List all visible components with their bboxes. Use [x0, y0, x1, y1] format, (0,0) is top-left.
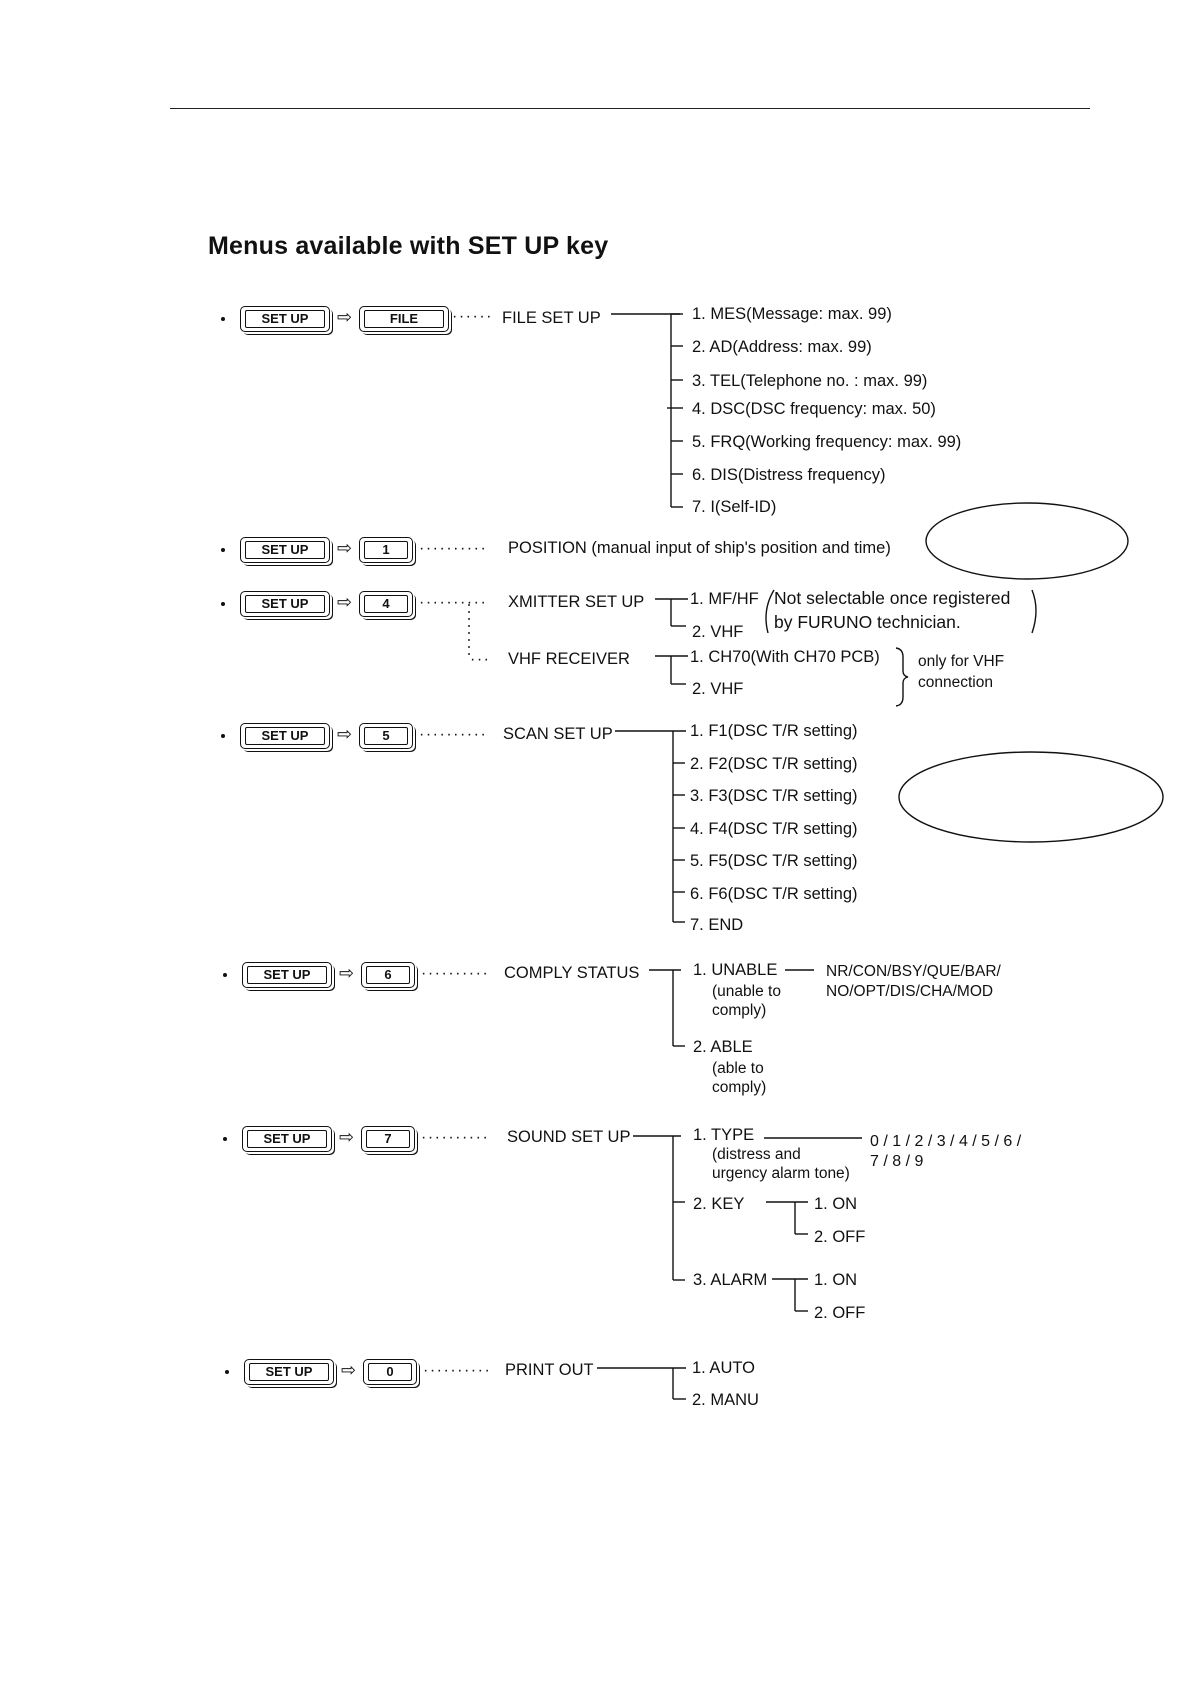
setup-key: SET UP	[242, 962, 332, 988]
xmitter-item: 2. VHF	[692, 623, 744, 641]
sound-key-on: 1. ON	[814, 1195, 858, 1213]
file-item: 4. DSC(DSC frequency: max. 50)	[692, 400, 936, 418]
vhf-receiver-item: 2. VHF	[692, 680, 744, 698]
vhf-note: connection	[918, 674, 993, 691]
vhf-note-brace	[895, 647, 909, 707]
sound-type: 1. TYPE	[693, 1126, 755, 1144]
scan-item: 4. F4(DSC T/R setting)	[690, 820, 858, 838]
leader-dots: ··········	[419, 594, 488, 611]
file-item: 1. MES(Message: max. 99)	[692, 305, 892, 323]
vhf-note: only for VHF	[918, 653, 1005, 670]
sound-type-sub: (distress and	[712, 1146, 801, 1163]
bullet	[221, 548, 225, 552]
vhf-receiver-item: 1. CH70(With CH70 PCB)	[690, 648, 880, 666]
xmitter-note: by FURUNO technician.	[774, 612, 961, 632]
position-label: POSITION (manual input of ship's positio…	[508, 539, 891, 557]
leader-dots: ···	[470, 651, 491, 668]
arrow-icon: ⇨	[339, 1127, 355, 1147]
key-0: 0	[363, 1359, 417, 1385]
sound-alarm: 3. ALARM	[693, 1271, 768, 1289]
file-item: 3. TEL(Telephone no. : max. 99)	[692, 372, 928, 390]
bullet	[221, 317, 225, 321]
leader-dots: ··········	[419, 726, 488, 743]
scan-item: 2. F2(DSC T/R setting)	[690, 755, 858, 773]
file-item: 5. FRQ(Working frequency: max. 99)	[692, 433, 962, 451]
vhf-receiver-label: VHF RECEIVER	[508, 650, 630, 668]
bullet	[223, 973, 227, 977]
header-rule	[170, 108, 1090, 109]
comply-unable-sub: comply)	[712, 1002, 767, 1019]
comply-unable: 1. UNABLE	[693, 961, 778, 979]
setup-key: SET UP	[240, 306, 330, 332]
sound-setup-label: SOUND SET UP	[507, 1128, 631, 1146]
leader-dots: ··········	[421, 965, 490, 982]
setup-key: SET UP	[240, 591, 330, 617]
arrow-icon: ⇨	[337, 307, 353, 327]
comply-unable-sub: (unable to	[712, 983, 781, 1000]
setup-key: SET UP	[240, 723, 330, 749]
comply-able-sub: (able to	[712, 1060, 764, 1077]
file-setup-label: FILE SET UP	[502, 309, 601, 327]
comply-unable-codes: NR/CON/BSY/QUE/BAR/	[826, 963, 1001, 980]
scan-setup-label: SCAN SET UP	[503, 725, 613, 743]
sound-alarm-off: 2. OFF	[814, 1304, 866, 1322]
page-title: Menus available with SET UP key	[208, 232, 609, 260]
key-6: 6	[361, 962, 415, 988]
print-item: 2. MANU	[692, 1391, 759, 1409]
leader-dots: ··········	[423, 1362, 492, 1379]
setup-key: SET UP	[240, 537, 330, 563]
file-item: 6. DIS(Distress frequency)	[692, 466, 886, 484]
sound-key-off: 2. OFF	[814, 1228, 866, 1246]
sound-key: 2. KEY	[693, 1195, 745, 1213]
sound-type-values: 0 / 1 / 2 / 3 / 4 / 5 / 6 /	[870, 1133, 1022, 1150]
key-4: 4	[359, 591, 413, 617]
scan-item: 7. END	[690, 916, 744, 934]
arrow-icon: ⇨	[337, 592, 353, 612]
arrow-icon: ⇨	[337, 724, 353, 744]
arrow-icon: ⇨	[339, 963, 355, 983]
bullet	[225, 1370, 229, 1374]
leader-dots: ··········	[421, 1129, 490, 1146]
xmitter-item: 1. MF/HF	[690, 590, 759, 608]
sound-type-values: 7 / 8 / 9	[870, 1153, 924, 1170]
sound-type-sub: urgency alarm tone)	[712, 1165, 850, 1182]
bullet	[223, 1137, 227, 1141]
scan-item: 5. F5(DSC T/R setting)	[690, 852, 858, 870]
oval-annotation-1	[925, 502, 1129, 580]
file-item: 7. I(Self-ID)	[692, 498, 777, 516]
print-item: 1. AUTO	[692, 1359, 755, 1377]
arrow-icon: ⇨	[341, 1360, 357, 1380]
key-5: 5	[359, 723, 413, 749]
comply-able: 2. ABLE	[693, 1038, 753, 1056]
xmitter-note: Not selectable once registered	[774, 588, 1011, 608]
sound-alarm-on: 1. ON	[814, 1271, 858, 1289]
xmitter-note-left-paren	[765, 589, 775, 634]
file-key: FILE	[359, 306, 449, 332]
print-out-label: PRINT OUT	[505, 1361, 594, 1379]
bullet	[221, 602, 225, 606]
setup-key: SET UP	[242, 1126, 332, 1152]
xmitter-label: XMITTER SET UP	[508, 593, 645, 611]
comply-able-sub: comply)	[712, 1079, 767, 1096]
file-item: 2. AD(Address: max. 99)	[692, 338, 872, 356]
xmitter-note-right-paren	[1031, 589, 1037, 634]
comply-unable-codes: NO/OPT/DIS/CHA/MOD	[826, 983, 994, 1000]
scan-item: 1. F1(DSC T/R setting)	[690, 722, 858, 740]
leader-dots: ··········	[419, 540, 488, 557]
key-1: 1	[359, 537, 413, 563]
bullet	[221, 734, 225, 738]
scan-item: 3. F3(DSC T/R setting)	[690, 787, 858, 805]
oval-annotation-2	[898, 751, 1164, 843]
comply-status-label: COMPLY STATUS	[504, 964, 640, 982]
setup-key: SET UP	[244, 1359, 334, 1385]
leader-dots: ······	[452, 308, 493, 325]
arrow-icon: ⇨	[337, 538, 353, 558]
scan-item: 6. F6(DSC T/R setting)	[690, 885, 858, 903]
key-7: 7	[361, 1126, 415, 1152]
